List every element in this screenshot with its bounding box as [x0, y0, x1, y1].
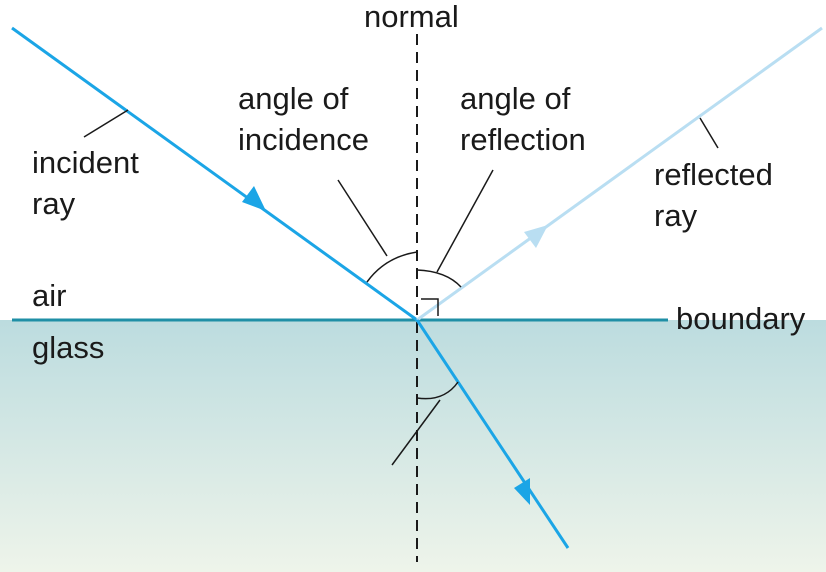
normal-label: normal [364, 0, 459, 34]
air-label: air [32, 278, 66, 313]
incidence-angle-arc [366, 251, 418, 283]
glass-label: glass [32, 330, 104, 365]
refraction-leader [391, 399, 441, 466]
reflection-leader [436, 169, 494, 273]
incident-ray [11, 26, 418, 322]
angle-of-incidence-label-line2: incidence [238, 122, 369, 157]
refracted-ray-arrow [514, 478, 530, 505]
reflected-ray-arrow [524, 225, 548, 248]
refraction-angle-arc [416, 381, 459, 400]
incident-ray-label-line2: ray [32, 186, 76, 221]
reflected-ray-label-line1: reflected [654, 157, 773, 192]
reflected-ray-leader [699, 117, 719, 149]
refracted-ray [415, 319, 570, 549]
boundary-label: boundary [676, 301, 806, 336]
angle-of-incidence-label-line1: angle of [238, 81, 349, 116]
incident-ray-leader [83, 109, 129, 138]
angle-of-reflection-label-line1: angle of [460, 81, 571, 116]
reflected-ray [416, 26, 823, 322]
reflected-ray-label-line2: ray [654, 198, 698, 233]
reflection-angle-arc [416, 269, 462, 288]
right-angle-marker [421, 298, 439, 316]
glass-region [0, 320, 826, 572]
incident-ray-label-line1: incident [32, 145, 139, 180]
incidence-leader [337, 179, 388, 257]
incident-ray-arrow [242, 186, 266, 211]
angle-of-reflection-label-line2: reflection [460, 122, 586, 157]
